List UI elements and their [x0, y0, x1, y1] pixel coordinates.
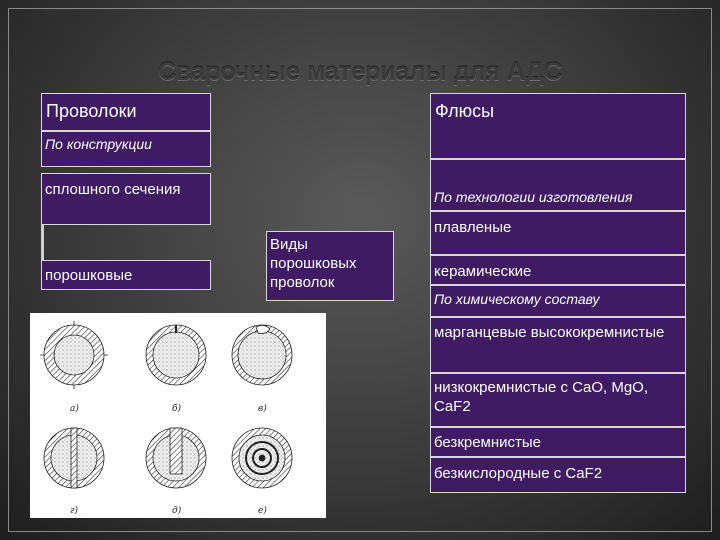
- flux-manganese-high-silicon: марганцевые высококремнистые: [430, 317, 686, 373]
- flux-ceramic: керамические: [430, 255, 686, 285]
- wire-type-flux-cored: порошковые: [41, 260, 211, 290]
- section-label-e: е): [258, 505, 267, 516]
- wires-construction-label: По конструкции: [41, 131, 211, 167]
- fluxes-header: Флюсы: [430, 93, 686, 159]
- slide-title: Сварочные материалы для АДС: [158, 58, 562, 86]
- wires-header: Проволоки: [41, 93, 211, 131]
- section-label-v: в): [258, 403, 267, 414]
- flux-tech-label: По технологии изготовления: [430, 159, 686, 211]
- wire-cross-sections-diagram: а) б) в) г) д) е): [30, 313, 326, 518]
- slide-frame: [8, 8, 712, 532]
- flux-low-silicon: низкокремнистые с CaO, MgO, CaF2: [430, 373, 686, 427]
- flux-cored-types-note: Виды порошковых проволок: [266, 231, 394, 301]
- flux-fused: плавленые: [430, 211, 686, 255]
- flux-silicon-free: безкремнистые: [430, 427, 686, 457]
- section-label-g: г): [70, 505, 79, 516]
- section-label-d: д): [172, 505, 182, 516]
- connector-bar: [41, 225, 44, 260]
- section-label-a: а): [70, 403, 79, 414]
- wire-type-solid: сплошного сечения: [41, 173, 211, 225]
- flux-chem-label: По химическому составу: [430, 285, 686, 317]
- section-label-b: б): [172, 403, 181, 414]
- flux-oxygen-free: безкислородные с CaF2: [430, 457, 686, 493]
